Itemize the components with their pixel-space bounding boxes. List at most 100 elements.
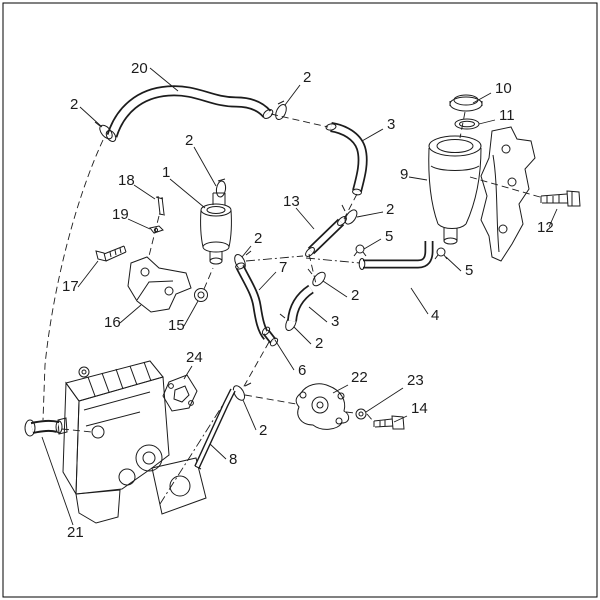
callout-label-19: 19 xyxy=(112,206,129,223)
nut-19 xyxy=(149,225,164,234)
callout-label-2c: 2 xyxy=(185,132,193,149)
callout-14: 14 xyxy=(393,400,428,423)
callout-label-3b: 3 xyxy=(331,313,339,330)
callout-21: 21 xyxy=(41,436,84,541)
stud-18 xyxy=(155,195,166,216)
callout-2-h: 2 xyxy=(242,399,267,439)
callout-20: 20 xyxy=(131,60,179,92)
cap-10 xyxy=(449,94,483,112)
callout-16: 16 xyxy=(104,304,142,331)
callout-5-a: 5 xyxy=(363,228,393,250)
callout-12: 12 xyxy=(537,208,558,236)
seal-ring-11 xyxy=(454,118,480,130)
callout-18: 18 xyxy=(118,172,156,200)
assembly-lines xyxy=(42,111,541,505)
callout-label-2h: 2 xyxy=(259,422,267,439)
callout-label-1: 1 xyxy=(162,164,170,181)
mounting-bracket xyxy=(480,126,536,262)
callout-label-5a: 5 xyxy=(385,228,393,245)
callout-label-2f: 2 xyxy=(351,287,359,304)
elbow-21 xyxy=(24,419,63,437)
callout-label-13: 13 xyxy=(283,193,300,210)
cover-22 xyxy=(295,383,350,430)
tube-8 xyxy=(194,388,236,470)
callout-24: 24 xyxy=(183,349,203,380)
callout-label-3a: 3 xyxy=(387,116,395,133)
bolt-14 xyxy=(373,415,405,430)
callout-2-d: 2 xyxy=(356,201,394,218)
callout-22: 22 xyxy=(332,369,368,394)
clip-5-a xyxy=(353,244,367,257)
callout-2-g: 2 xyxy=(293,326,323,352)
callout-label-18: 18 xyxy=(118,172,135,189)
callout-2-b: 2 xyxy=(70,96,103,128)
callout-2-c: 2 xyxy=(185,132,217,187)
clip-5-b xyxy=(434,247,448,260)
hose-3-upper xyxy=(325,122,368,196)
callout-label-15: 15 xyxy=(168,317,185,334)
callout-1: 1 xyxy=(162,164,206,209)
clamp-2-f xyxy=(307,268,326,287)
callout-label-9: 9 xyxy=(400,166,408,183)
valve-1 xyxy=(200,192,232,265)
callout-label-6: 6 xyxy=(298,362,306,379)
pipe-4 xyxy=(358,241,434,270)
bolt-17 xyxy=(95,245,127,262)
callout-label-10: 10 xyxy=(495,80,512,97)
gasket-24 xyxy=(162,374,198,412)
grommet-15 xyxy=(194,288,208,302)
callout-label-20: 20 xyxy=(131,60,148,77)
callout-label-8: 8 xyxy=(229,451,237,468)
engine-block xyxy=(57,360,207,524)
bracket-16 xyxy=(127,256,192,313)
callout-label-11: 11 xyxy=(499,107,515,124)
fitting-6 xyxy=(261,326,279,347)
callout-label-22: 22 xyxy=(351,369,368,386)
callout-label-7: 7 xyxy=(279,259,287,276)
callout-23: 23 xyxy=(365,372,424,413)
callout-label-16: 16 xyxy=(104,314,121,331)
washer-23 xyxy=(355,408,367,420)
clamp-2-d xyxy=(341,204,358,225)
canister-9 xyxy=(428,135,482,245)
hose-3-lower xyxy=(287,284,314,322)
callout-2-e: 2 xyxy=(241,230,262,258)
clamp-2-c xyxy=(215,178,227,198)
callouts: 20 2 2 3 10 11 9 12 xyxy=(41,60,558,541)
callout-6: 6 xyxy=(274,339,306,379)
callout-label-14: 14 xyxy=(411,400,428,417)
callout-17: 17 xyxy=(62,260,99,295)
callout-label-23: 23 xyxy=(407,372,424,389)
callout-8: 8 xyxy=(209,443,237,468)
callout-9: 9 xyxy=(400,166,428,183)
clamp-2-h xyxy=(232,382,252,401)
callout-10: 10 xyxy=(472,80,512,104)
callout-label-5b: 5 xyxy=(465,262,473,279)
callout-label-2a: 2 xyxy=(303,69,311,86)
pipe-13 xyxy=(305,216,347,257)
callout-2-a: 2 xyxy=(284,69,311,106)
callout-2-f: 2 xyxy=(322,280,359,304)
callout-label-4: 4 xyxy=(431,307,439,324)
callout-3-b: 3 xyxy=(308,306,339,330)
bolt-12 xyxy=(540,190,581,207)
callout-13: 13 xyxy=(283,193,315,230)
callout-3-a: 3 xyxy=(361,116,395,142)
callout-19: 19 xyxy=(112,206,151,230)
callout-15: 15 xyxy=(168,300,199,334)
callout-4: 4 xyxy=(410,287,439,324)
callout-label-17: 17 xyxy=(62,278,79,295)
clamp-2-a xyxy=(275,100,287,120)
callout-label-2b: 2 xyxy=(70,96,78,113)
callout-5-b: 5 xyxy=(445,256,473,279)
callout-label-2e: 2 xyxy=(254,230,262,247)
callout-label-2d: 2 xyxy=(386,201,394,218)
callout-7: 7 xyxy=(258,259,287,291)
callout-label-21: 21 xyxy=(67,524,84,541)
callout-label-12: 12 xyxy=(537,219,554,236)
hose-7 xyxy=(235,262,271,340)
callout-11: 11 xyxy=(478,107,515,125)
